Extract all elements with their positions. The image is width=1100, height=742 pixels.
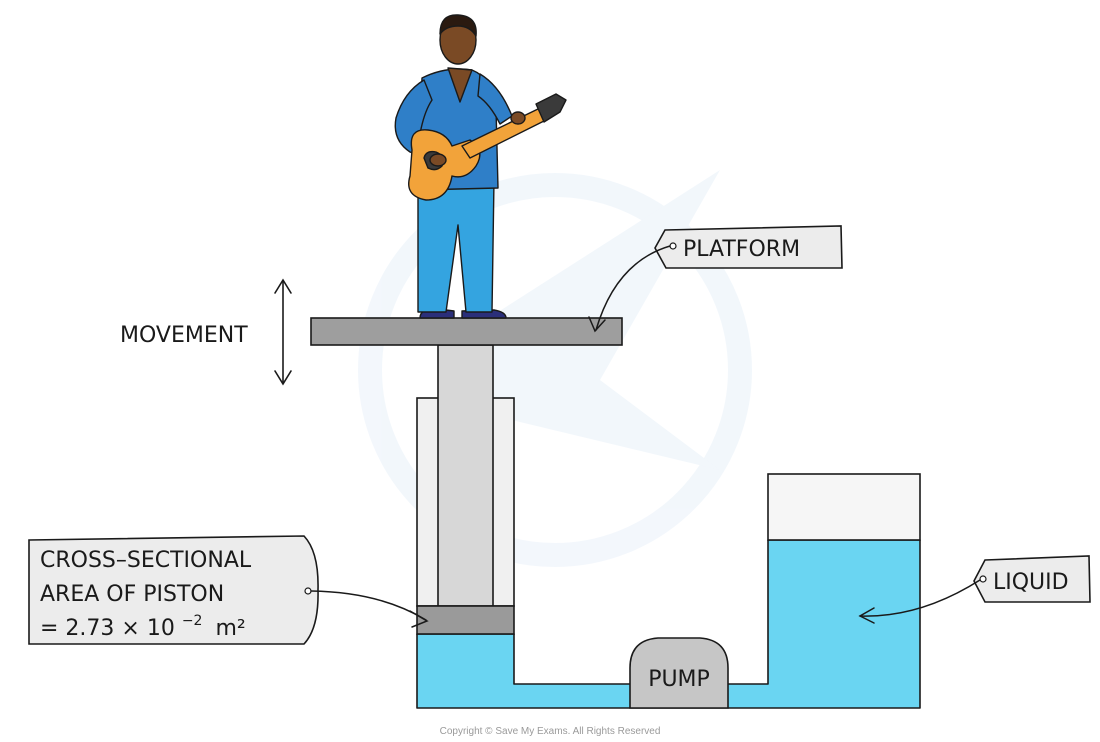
double-headed-vertical-arrow-icon	[274, 278, 292, 386]
curved-pointer-arrow-icon	[588, 245, 671, 333]
pump: PUMP	[629, 637, 729, 709]
cross-section-tag: CROSS–SECTIONAL AREA OF PISTON = 2.73 × …	[28, 535, 319, 645]
piston-rod	[437, 344, 494, 607]
tag-hole-icon	[304, 587, 312, 595]
area-unit: m²	[215, 616, 245, 641]
copyright-notice: Copyright © Save My Exams. All Rights Re…	[439, 726, 661, 737]
tag-hole-icon	[669, 242, 677, 250]
area-exponent: −2	[182, 613, 203, 629]
piston	[416, 605, 515, 635]
cross-section-line-2: AREA OF PISTON	[40, 582, 224, 607]
cross-section-line-3: = 2.73 × 10 −2 m²	[40, 606, 246, 641]
movement-label: MOVEMENT	[120, 323, 248, 348]
reservoir-air	[767, 473, 921, 541]
curved-pointer-arrow-icon	[858, 579, 981, 624]
curved-pointer-arrow-icon	[310, 590, 429, 628]
guitarist-figure	[394, 14, 567, 319]
pump-label: PUMP	[648, 667, 710, 692]
liquid-tag-label: LIQUID	[993, 570, 1069, 595]
platform-tag-label: PLATFORM	[683, 237, 800, 262]
platform	[310, 317, 623, 346]
liquid-tag: LIQUID	[973, 555, 1091, 603]
platform-tag: PLATFORM	[654, 225, 843, 269]
area-value: = 2.73 × 10	[40, 616, 175, 641]
tag-hole-icon	[979, 575, 987, 583]
cross-section-line-1: CROSS–SECTIONAL	[40, 548, 252, 573]
